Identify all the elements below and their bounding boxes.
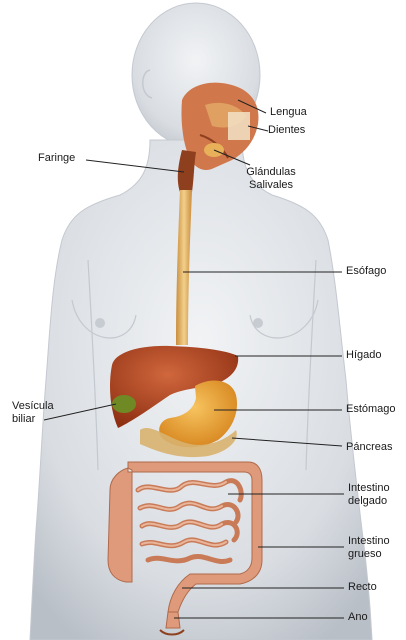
label-recto: Recto bbox=[348, 581, 377, 594]
label-intestino-delgado-line2: delgado bbox=[348, 495, 390, 508]
label-estomago: Estómago bbox=[346, 403, 396, 416]
rectum bbox=[166, 612, 180, 628]
label-vesicula-line2: biliar bbox=[12, 413, 54, 426]
label-intestino-delgado-line1: Intestino bbox=[348, 482, 390, 495]
label-ano: Ano bbox=[348, 611, 368, 624]
label-vesicula-line1: Vesícula bbox=[12, 400, 54, 413]
label-glandulas-salivales: Glándulas Salivales bbox=[236, 166, 306, 192]
label-higado: Hígado bbox=[346, 349, 381, 362]
label-intestino-delgado: Intestino delgado bbox=[348, 482, 390, 508]
label-lengua: Lengua bbox=[270, 106, 307, 119]
label-intestino-grueso: Intestino grueso bbox=[348, 535, 390, 561]
label-pancreas: Páncreas bbox=[346, 441, 392, 454]
label-glandulas-line1: Glándulas bbox=[236, 166, 306, 179]
label-faringe: Faringe bbox=[38, 152, 75, 165]
label-dientes: Dientes bbox=[268, 124, 305, 137]
label-intestino-grueso-line1: Intestino bbox=[348, 535, 390, 548]
label-intestino-grueso-line2: grueso bbox=[348, 548, 390, 561]
label-vesicula-biliar: Vesícula biliar bbox=[12, 400, 54, 426]
teeth bbox=[228, 112, 250, 140]
label-glandulas-line2: Salivales bbox=[236, 179, 306, 192]
label-esofago: Esófago bbox=[346, 265, 386, 278]
